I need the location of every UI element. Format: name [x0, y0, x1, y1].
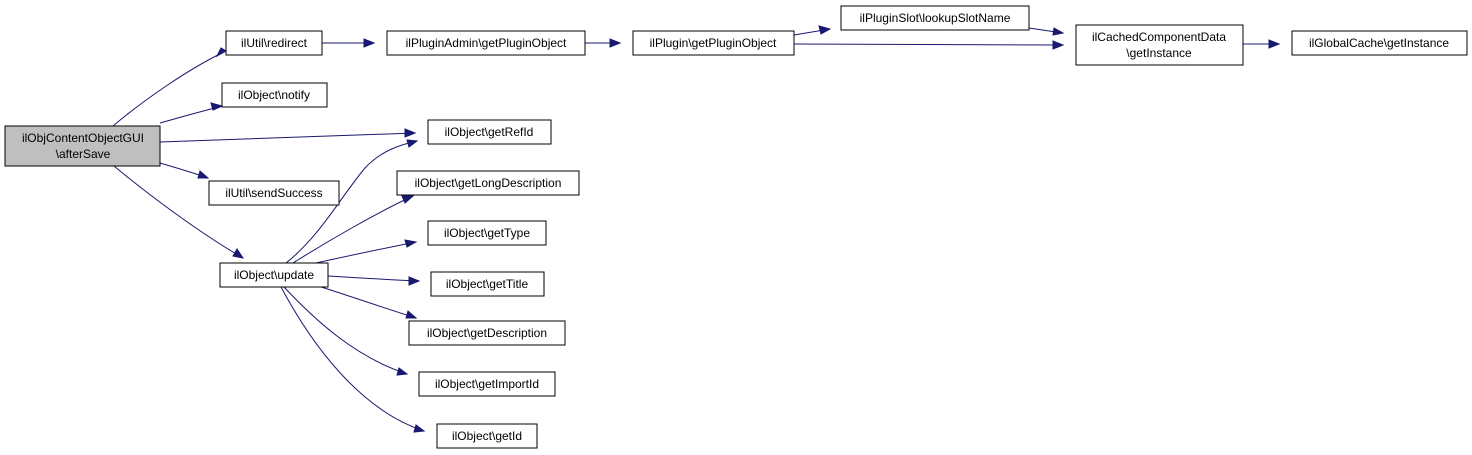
node-label-line1: ilCachedComponentData: [1092, 30, 1226, 44]
node-box: [436, 423, 538, 449]
node-box: [427, 119, 552, 145]
edge-arrow: [406, 139, 419, 148]
node-afterSave[interactable]: ilObjContentObjectGUI \afterSave: [4, 125, 161, 167]
node-label: ilObject\getLongDescription: [415, 176, 562, 190]
edge-arrow: [1052, 27, 1065, 36]
edge-update-getid: [280, 286, 425, 432]
edge-update-getrefid: [285, 140, 418, 264]
edge-arrow: [401, 195, 415, 204]
node-label: ilPluginSlot\lookupSlotName: [860, 11, 1011, 25]
edge-aftersave-redirect: [112, 50, 227, 127]
node-box: [386, 30, 586, 56]
edge-arrow: [232, 248, 245, 259]
node-pluginadmin-getpluginobject[interactable]: ilPluginAdmin\getPluginObject: [386, 30, 586, 56]
node-box: [427, 220, 547, 246]
node-box: [430, 271, 545, 297]
node-redirect[interactable]: ilUtil\redirect: [225, 30, 323, 56]
node-label: ilPlugin\getPluginObject: [650, 36, 777, 50]
edge-aftersave-getrefid: [159, 132, 416, 143]
edge-arrow: [210, 102, 224, 111]
node-label: ilObject\getTitle: [446, 277, 529, 291]
edge-arrow: [405, 310, 418, 319]
node-update[interactable]: ilObject\update: [219, 262, 329, 288]
node-label: ilObject\notify: [238, 88, 310, 102]
node-label: ilObject\getDescription: [427, 326, 547, 340]
node-box: [840, 5, 1030, 31]
node-box: [4, 125, 161, 167]
node-label-line1: ilObjContentObjectGUI: [22, 131, 144, 145]
node-notify[interactable]: ilObject\notify: [221, 82, 328, 108]
node-getimportid[interactable]: ilObject\getImportId: [418, 371, 556, 397]
node-label: ilObject\getImportId: [435, 377, 539, 391]
edge-arrow: [818, 25, 832, 35]
node-box: [221, 82, 328, 108]
node-label: ilObject\getId: [452, 429, 522, 443]
edge-plugin-cachedcomponent: [793, 43, 1064, 46]
node-label: ilObject\update: [234, 268, 314, 282]
edge-arrow: [609, 38, 622, 48]
edge-arrow: [413, 424, 426, 433]
edge-update-getdescription: [317, 285, 417, 319]
node-box: [1075, 24, 1244, 66]
node-label-line2: \getInstance: [1126, 46, 1192, 60]
node-label: ilPluginAdmin\getPluginObject: [406, 36, 567, 50]
node-globalcache[interactable]: ilGlobalCache\getInstance: [1291, 30, 1468, 56]
node-box: [208, 180, 340, 206]
node-box: [396, 170, 580, 196]
node-box: [225, 30, 323, 56]
node-getlongdescription[interactable]: ilObject\getLongDescription: [396, 170, 580, 196]
node-label: ilObject\getType: [444, 226, 530, 240]
node-box: [219, 262, 329, 288]
node-label: ilUtil\redirect: [241, 36, 308, 50]
edge-update-getimportid: [283, 286, 408, 375]
edge-arrow: [396, 367, 409, 376]
node-getid[interactable]: ilObject\getId: [436, 423, 538, 449]
node-getrefid[interactable]: ilObject\getRefId: [427, 119, 552, 145]
node-label: ilUtil\sendSuccess: [225, 186, 322, 200]
node-label: ilGlobalCache\getInstance: [1309, 36, 1449, 50]
node-box: [418, 371, 556, 397]
edge-update-getlongdescription: [292, 195, 414, 264]
edge-arrow: [408, 276, 421, 286]
edge-update-gettype: [315, 241, 417, 264]
node-label-line2: \afterSave: [56, 147, 111, 161]
edge-update-gettitle: [327, 275, 420, 282]
node-getdescription[interactable]: ilObject\getDescription: [408, 320, 566, 346]
node-label: ilObject\getRefId: [445, 125, 534, 139]
node-lookupslotname[interactable]: ilPluginSlot\lookupSlotName: [840, 5, 1030, 31]
edge-arrow: [1268, 39, 1281, 49]
edge-arrow: [197, 170, 210, 179]
node-plugin-getpluginobject[interactable]: ilPlugin\getPluginObject: [632, 30, 795, 56]
node-cachedcomponentdata[interactable]: ilCachedComponentData \getInstance: [1075, 24, 1244, 66]
node-box: [408, 320, 566, 346]
node-sendsuccess[interactable]: ilUtil\sendSuccess: [208, 180, 340, 206]
edge-aftersave-update: [113, 165, 244, 259]
edge-arrow: [215, 47, 227, 58]
edge-arrow: [363, 38, 376, 48]
edge-arrow: [404, 239, 418, 248]
node-gettitle[interactable]: ilObject\getTitle: [430, 271, 545, 297]
node-gettype[interactable]: ilObject\getType: [427, 220, 547, 246]
edge-arrow: [404, 128, 417, 138]
node-box: [1291, 30, 1468, 56]
edge-arrow: [1052, 40, 1065, 50]
node-box: [632, 30, 795, 56]
